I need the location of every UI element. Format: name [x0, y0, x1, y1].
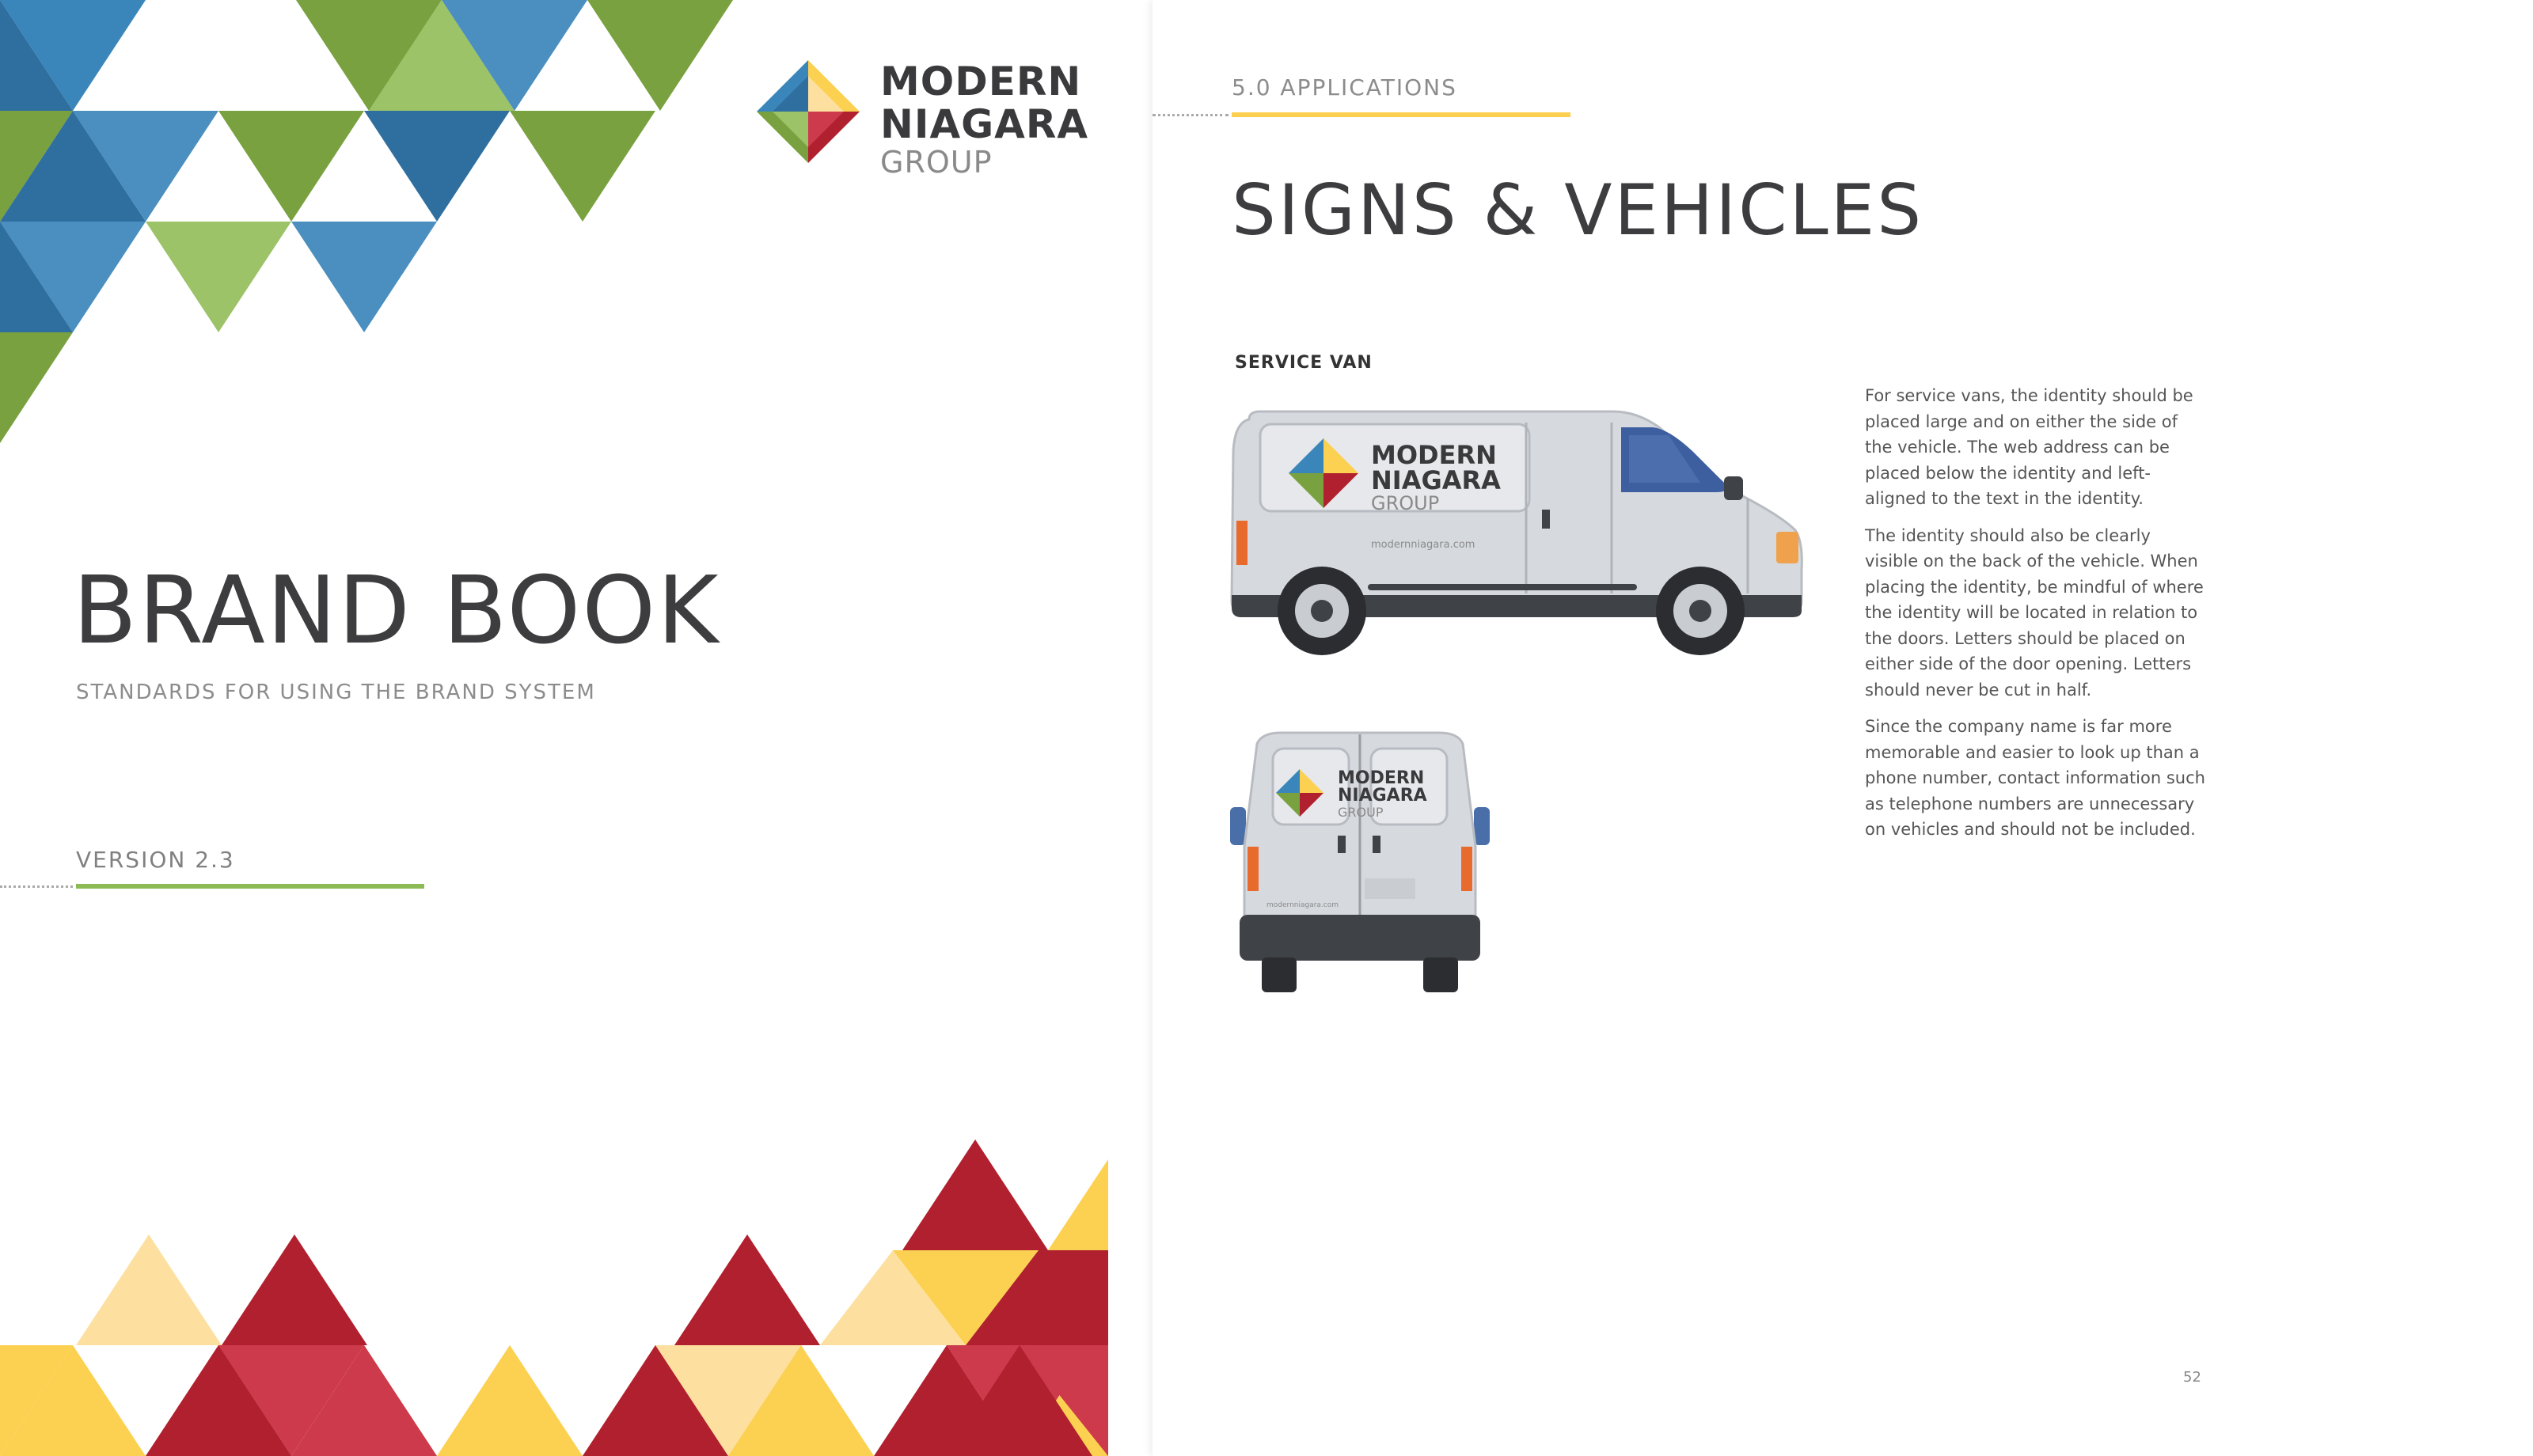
van-mirror	[1724, 476, 1743, 500]
van-rear-logo-line-niagara: NIAGARA	[1338, 786, 1427, 806]
guideline-paragraph: The identity should also be clearly visi…	[1865, 525, 2204, 700]
van-taillight	[1236, 521, 1248, 565]
van-logo-line-group: GROUP	[1371, 492, 1439, 514]
triangle	[728, 1345, 874, 1456]
triangle	[674, 1234, 820, 1345]
triangle	[222, 1234, 367, 1345]
van-tire	[1423, 957, 1458, 992]
triangle	[296, 0, 442, 111]
guideline-paragraph: For service vans, the identity should be…	[1865, 386, 2193, 508]
van-wheel-hub	[1689, 600, 1711, 622]
triangle	[0, 222, 73, 332]
van-rear-logo-line-modern: MODERN	[1338, 768, 1424, 788]
version-label: VERSION 2.3	[76, 847, 235, 873]
van-window-shine	[1629, 435, 1700, 483]
van-plate	[1365, 878, 1415, 899]
triangle	[587, 0, 733, 111]
version-rule	[76, 884, 424, 889]
van-taillight	[1248, 847, 1259, 891]
logo-line-group: GROUP	[880, 145, 993, 180]
triangle	[73, 111, 218, 222]
logo-mark-icon	[757, 60, 860, 163]
top-triangle-pattern	[0, 0, 733, 443]
van-wheel-hub	[1311, 600, 1333, 622]
section-label: 5.0 APPLICATIONS	[1232, 74, 1457, 100]
triangle	[218, 111, 364, 222]
van-taillight	[1461, 847, 1472, 891]
page-heading: SIGNS & VEHICLES	[1232, 169, 1924, 251]
triangle	[0, 0, 73, 111]
triangle	[218, 1345, 364, 1456]
triangle	[437, 1345, 583, 1456]
dotted-leader	[0, 885, 73, 888]
van-logo-mark-icon	[1289, 438, 1358, 508]
van-rear-logo-mark-icon	[1276, 769, 1323, 817]
triangle	[76, 1234, 222, 1345]
dotted-leader	[1153, 114, 1229, 116]
van-door-handle	[1373, 836, 1380, 853]
van-mirror	[1474, 807, 1490, 845]
guideline-paragraph: Since the company name is far more memor…	[1865, 717, 2205, 839]
triangle	[364, 111, 510, 222]
triangle	[0, 222, 146, 332]
triangle	[1020, 1345, 1108, 1456]
triangle	[0, 111, 146, 222]
service-van-side-illustration: MODERN NIAGARA GROUP modernniagara.com	[1230, 410, 1803, 655]
triangle	[146, 222, 291, 332]
van-rear-logo-line-group: GROUP	[1338, 805, 1384, 820]
page-title: BRAND BOOK	[73, 555, 720, 665]
bottom-triangle-pattern-lower	[0, 1345, 1108, 1456]
triangle	[146, 1345, 291, 1456]
triangle	[510, 111, 655, 222]
triangle	[655, 1345, 801, 1456]
page-subtitle: STANDARDS FOR USING THE BRAND SYSTEM	[76, 681, 596, 704]
service-van-guidelines: For service vans, the identity should be…	[1865, 383, 2207, 854]
van-web-address: modernniagara.com	[1371, 539, 1475, 551]
service-van-rear-illustration: MODERN NIAGARA GROUP modernniagara.com	[1230, 731, 1490, 992]
logo-line-modern: MODERN	[880, 59, 1082, 104]
van-rear-web-address: modernniagara.com	[1266, 901, 1339, 909]
van-rear-window	[1369, 747, 1449, 826]
triangle	[947, 1345, 1092, 1456]
logo-wordmark: MODERN NIAGARA GROUP	[880, 62, 1088, 177]
triangle	[442, 0, 587, 111]
triangle	[583, 1345, 728, 1456]
van-mirror	[1230, 807, 1246, 845]
van-logo-line-modern: MODERN	[1371, 440, 1497, 470]
van-door-handle	[1338, 836, 1346, 853]
van-tire	[1262, 957, 1297, 992]
van-door-handle	[1542, 510, 1550, 529]
van-bumper	[1240, 915, 1480, 961]
van-logo-line-niagara: NIAGARA	[1371, 465, 1501, 495]
triangle	[0, 1345, 73, 1456]
triangle	[966, 1250, 1108, 1345]
triangle	[369, 0, 515, 111]
triangle	[0, 332, 73, 443]
van-headlight	[1776, 532, 1798, 563]
brand-book-cover-page: MODERN NIAGARA GROUP BRAND BOOK STANDARD…	[0, 0, 1108, 1456]
triangle	[0, 0, 146, 111]
page-number: 52	[2183, 1369, 2201, 1386]
section-rule	[1232, 112, 1570, 117]
logo-line-niagara: NIAGARA	[880, 101, 1089, 147]
triangle	[893, 1250, 1039, 1345]
triangle	[1048, 1159, 1108, 1250]
service-van-heading: SERVICE VAN	[1235, 353, 1373, 373]
van-side-rub-strip	[1368, 584, 1637, 590]
triangle	[291, 222, 437, 332]
triangle	[291, 1345, 437, 1456]
triangle	[820, 1250, 966, 1345]
applications-page: 5.0 APPLICATIONS SIGNS & VEHICLES SERVIC…	[1153, 0, 2264, 1456]
triangle	[902, 1139, 1048, 1250]
triangle	[0, 1345, 146, 1456]
background-margin	[2264, 0, 2533, 1456]
